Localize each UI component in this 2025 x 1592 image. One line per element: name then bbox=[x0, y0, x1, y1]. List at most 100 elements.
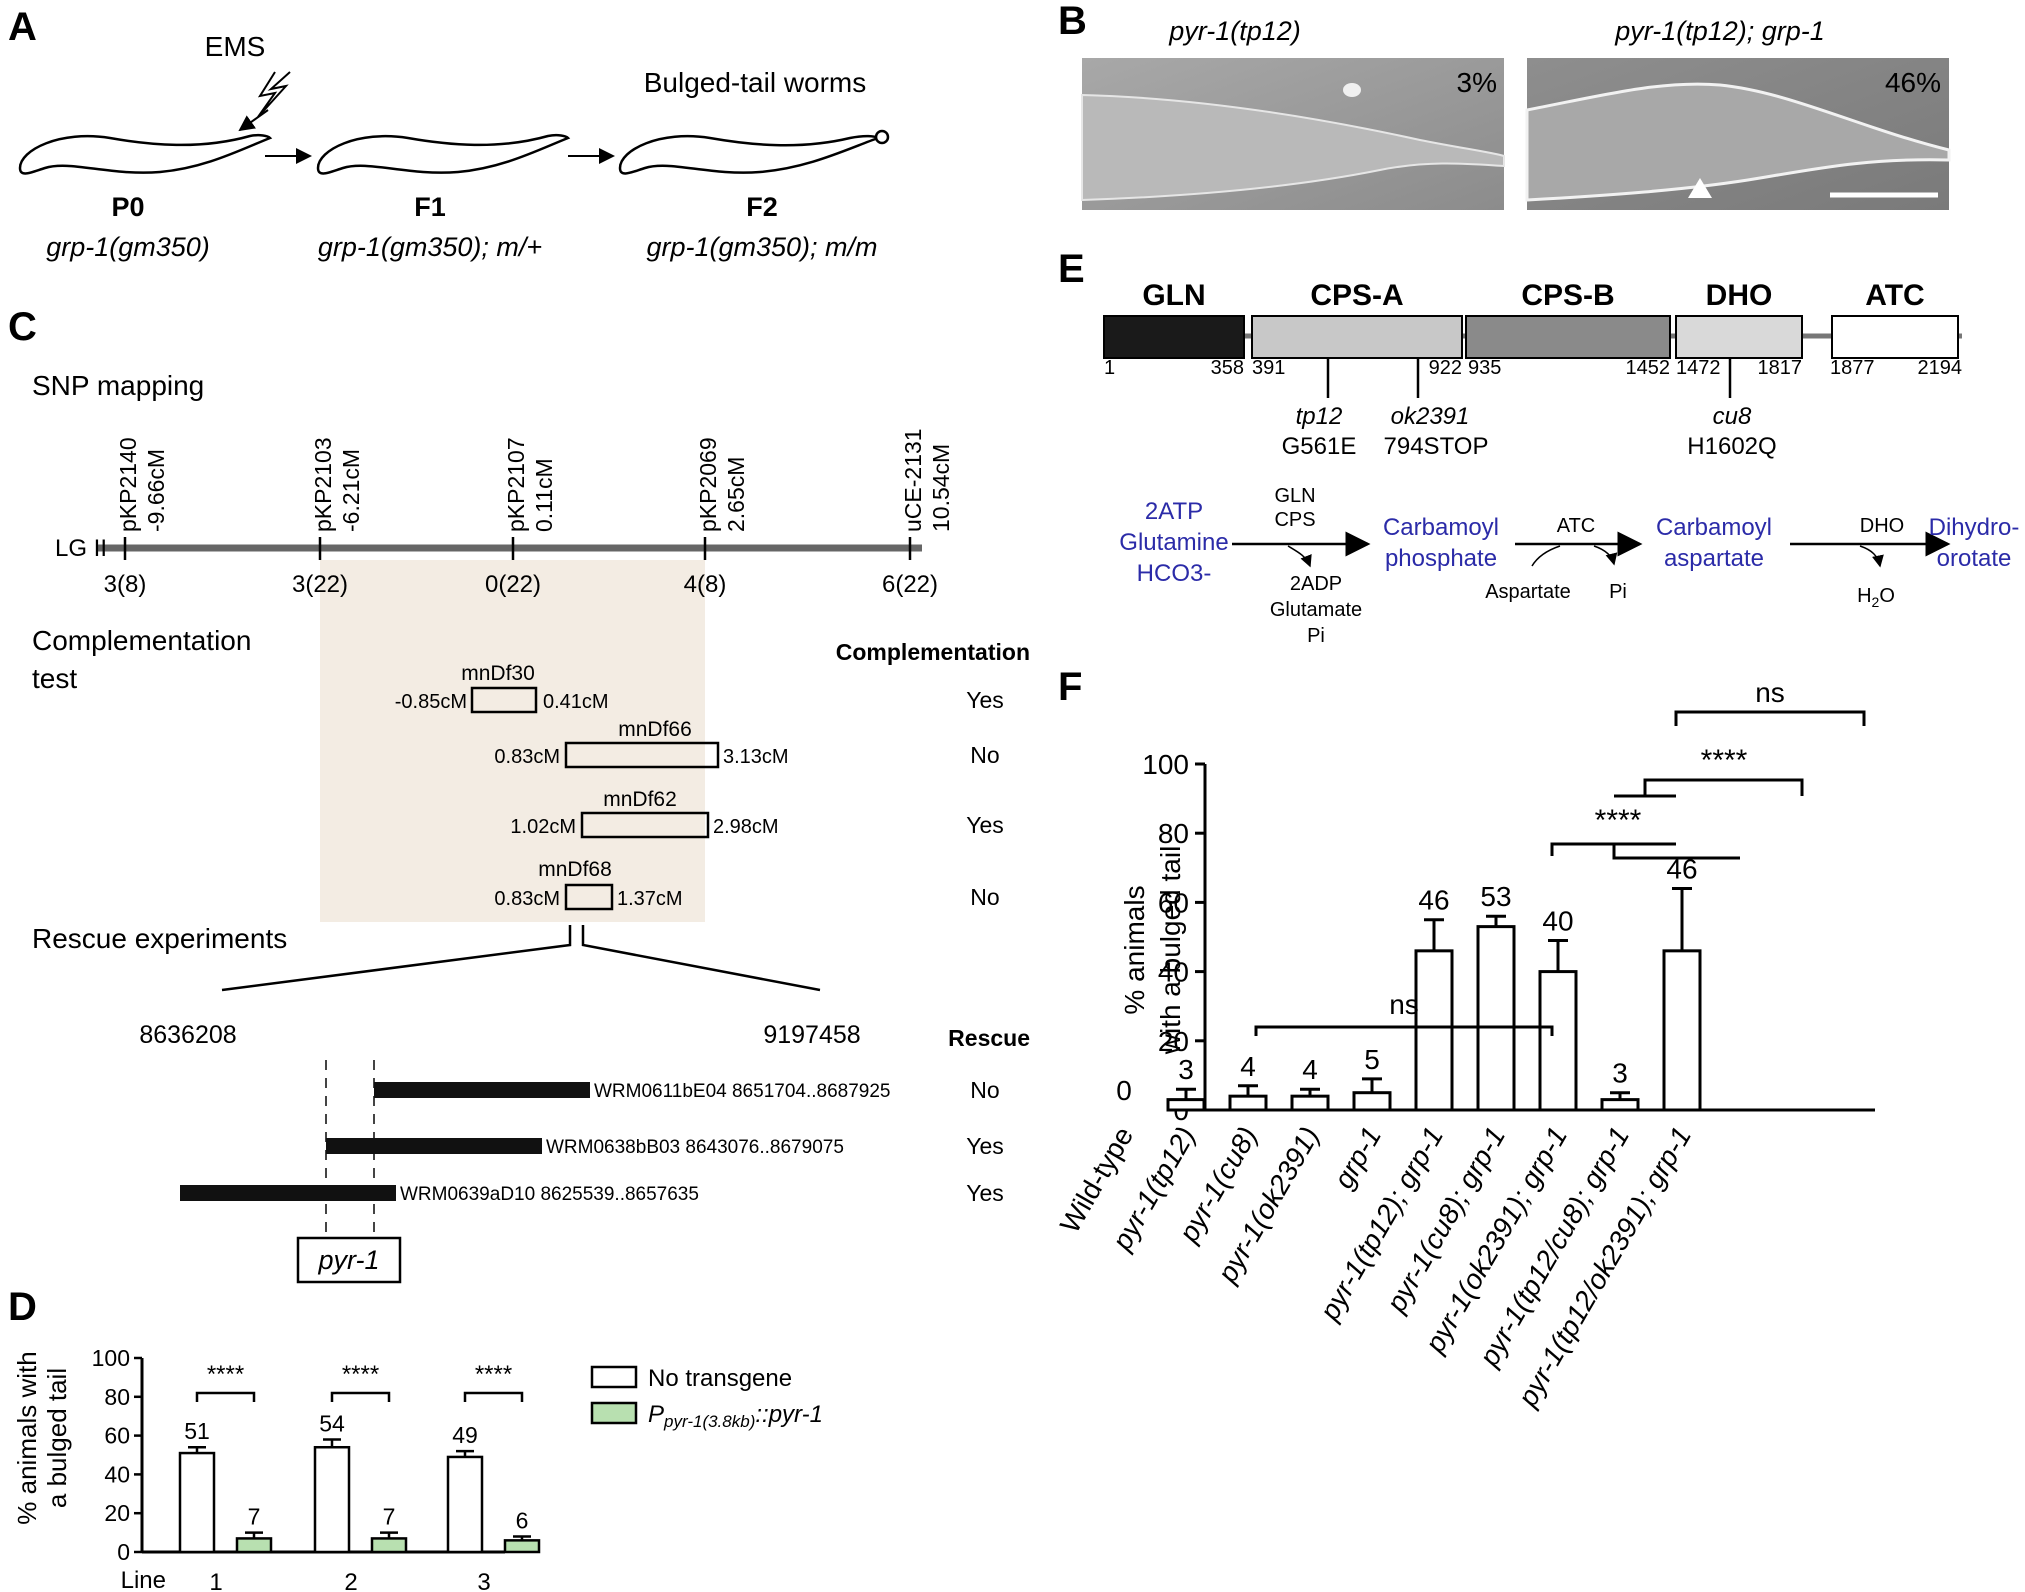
panel-label-d: D bbox=[8, 1285, 37, 1329]
substrate: HCO3- bbox=[1137, 560, 1212, 587]
worm-tail-left bbox=[1081, 93, 1505, 202]
legend-swatch-no-transgene bbox=[590, 1365, 638, 1389]
panel-f: % animals with a bulged tail 02040608010… bbox=[1054, 677, 1875, 1412]
snp-markers: pKP2140 -9.66cM pKP2103 -6.21cM pKP2107 … bbox=[104, 428, 954, 598]
d-x-tick-label: 1 bbox=[209, 1569, 222, 1592]
d-sig-bracket bbox=[330, 1391, 391, 1402]
gen-f2: F2 bbox=[746, 192, 778, 222]
product: phosphate bbox=[1385, 545, 1497, 572]
f-bar bbox=[1600, 1098, 1640, 1112]
gene-label: pyr-1 bbox=[317, 1245, 379, 1275]
domain-name: CPS-A bbox=[1310, 279, 1403, 312]
pos-start: 1472 bbox=[1676, 357, 1721, 379]
panel-label-f: F bbox=[1058, 665, 1082, 709]
f-bar bbox=[1662, 949, 1702, 1112]
enzyme: ATC bbox=[1557, 515, 1596, 537]
gen-f1: F1 bbox=[414, 192, 446, 222]
mutation-change: G561E bbox=[1282, 433, 1357, 460]
d-data-label: 49 bbox=[452, 1422, 478, 1448]
lg-label: LG II bbox=[55, 535, 107, 562]
d-bar bbox=[235, 1537, 273, 1554]
micrograph-left-title: pyr-1(tp12) bbox=[1168, 16, 1301, 46]
f-bar bbox=[1228, 1094, 1268, 1112]
f-data-label: 46 bbox=[1418, 885, 1449, 916]
byproduct: Pi bbox=[1609, 581, 1627, 603]
pos-start: 1 bbox=[1104, 357, 1115, 379]
rescue-title: Rescue experiments bbox=[32, 923, 287, 954]
substrate: Glutamine bbox=[1119, 529, 1228, 556]
domain-name: GLN bbox=[1142, 279, 1205, 312]
micrograph-right-title: pyr-1(tp12); grp-1 bbox=[1614, 16, 1825, 46]
df-left: 0.83cM bbox=[494, 746, 560, 768]
marker-cm: 10.54cM bbox=[928, 444, 954, 532]
byproduct-arrow bbox=[1287, 545, 1312, 568]
clone-label: WRM0639aD10 8625539..8657635 bbox=[400, 1184, 699, 1205]
byproduct: Glutamate bbox=[1270, 599, 1362, 621]
rescue-header: Rescue bbox=[948, 1025, 1030, 1051]
d-bar bbox=[178, 1451, 216, 1554]
pos-end: 358 bbox=[1211, 357, 1244, 379]
d-y-tick-label: 20 bbox=[104, 1500, 130, 1526]
f-ylabel-2: with a bulged tail bbox=[1155, 846, 1186, 1056]
d-sig-label: **** bbox=[207, 1361, 244, 1388]
recomb-count: 4(8) bbox=[684, 571, 727, 598]
d-sig-bracket bbox=[463, 1391, 524, 1402]
f-y-tick-label: 20 bbox=[1158, 1026, 1189, 1057]
f-bar bbox=[1414, 949, 1454, 1112]
df-right: 0.41cM bbox=[543, 691, 609, 713]
marker-cm: -6.21cM bbox=[338, 449, 364, 532]
f-data-label: 0 bbox=[1116, 1075, 1132, 1106]
mutation-allele: tp12 bbox=[1296, 403, 1343, 430]
clone-label: WRM0611bE04 8651704..8687925 bbox=[594, 1081, 891, 1102]
d-sig-label: **** bbox=[342, 1361, 379, 1388]
pos-start: 935 bbox=[1468, 357, 1501, 379]
cosubstrate: Aspartate bbox=[1485, 581, 1571, 603]
bulged-tail-icon bbox=[874, 129, 890, 145]
ns-bracket-2 bbox=[1674, 710, 1866, 726]
f-y-tick-label: 100 bbox=[1142, 749, 1189, 780]
panel-label-e: E bbox=[1058, 247, 1085, 291]
product: aspartate bbox=[1664, 545, 1764, 572]
marker-name: uCE-2131 bbox=[900, 428, 926, 532]
f-data-label: 4 bbox=[1240, 1051, 1256, 1082]
coord-right: 9197458 bbox=[763, 1021, 860, 1049]
panel-label-b: B bbox=[1058, 0, 1087, 43]
panel-e: GLN CPS-A CPS-B DHO ATC 1 358 391 922 93… bbox=[1103, 279, 2019, 647]
panel-label-a: A bbox=[8, 5, 37, 49]
star-bracket-1 bbox=[1550, 842, 1740, 860]
d-sig-label: **** bbox=[475, 1361, 512, 1388]
d-y-tick-label: 0 bbox=[117, 1539, 130, 1565]
d-bar bbox=[370, 1537, 408, 1554]
df-box bbox=[470, 686, 538, 714]
ns-bracket-1 bbox=[1254, 1025, 1554, 1036]
substrate: 2ATP bbox=[1145, 498, 1203, 525]
marker-cm: 2.65cM bbox=[723, 457, 749, 532]
gen-p0: P0 bbox=[111, 192, 144, 222]
recomb-count: 6(22) bbox=[882, 571, 938, 598]
mutation-allele: cu8 bbox=[1713, 403, 1752, 430]
pos-end: 1817 bbox=[1758, 357, 1803, 379]
marker-cm: 0.11cM bbox=[531, 458, 557, 532]
f-x-tick-label: grp-1 bbox=[1328, 1122, 1388, 1194]
f-bar bbox=[1538, 970, 1578, 1112]
d-y-tick-label: 60 bbox=[104, 1423, 130, 1449]
domain-atc bbox=[1831, 315, 1959, 359]
legend-swatch-transgene bbox=[590, 1401, 638, 1425]
df-name: mnDf68 bbox=[538, 858, 612, 881]
f-bar bbox=[1166, 1098, 1206, 1112]
legend-no-transgene: No transgene bbox=[648, 1365, 792, 1392]
f-data-label: 3 bbox=[1612, 1058, 1628, 1089]
marker-name: pKP2140 bbox=[115, 437, 141, 532]
f-y-tick-label: 60 bbox=[1158, 887, 1189, 918]
d-bar bbox=[503, 1539, 541, 1554]
marker-cm: -9.66cM bbox=[143, 449, 169, 532]
df-name: mnDf30 bbox=[461, 662, 535, 685]
df-name: mnDf62 bbox=[603, 788, 677, 811]
df-left: -0.85cM bbox=[395, 691, 467, 713]
byproduct-arrow bbox=[1859, 545, 1884, 568]
d-data-label: 7 bbox=[248, 1504, 261, 1530]
d-ylabel-2: a bulged tail bbox=[42, 1368, 72, 1508]
d-ylabel-1: % animals with bbox=[12, 1351, 42, 1524]
d-y-tick-label: 40 bbox=[104, 1461, 130, 1487]
